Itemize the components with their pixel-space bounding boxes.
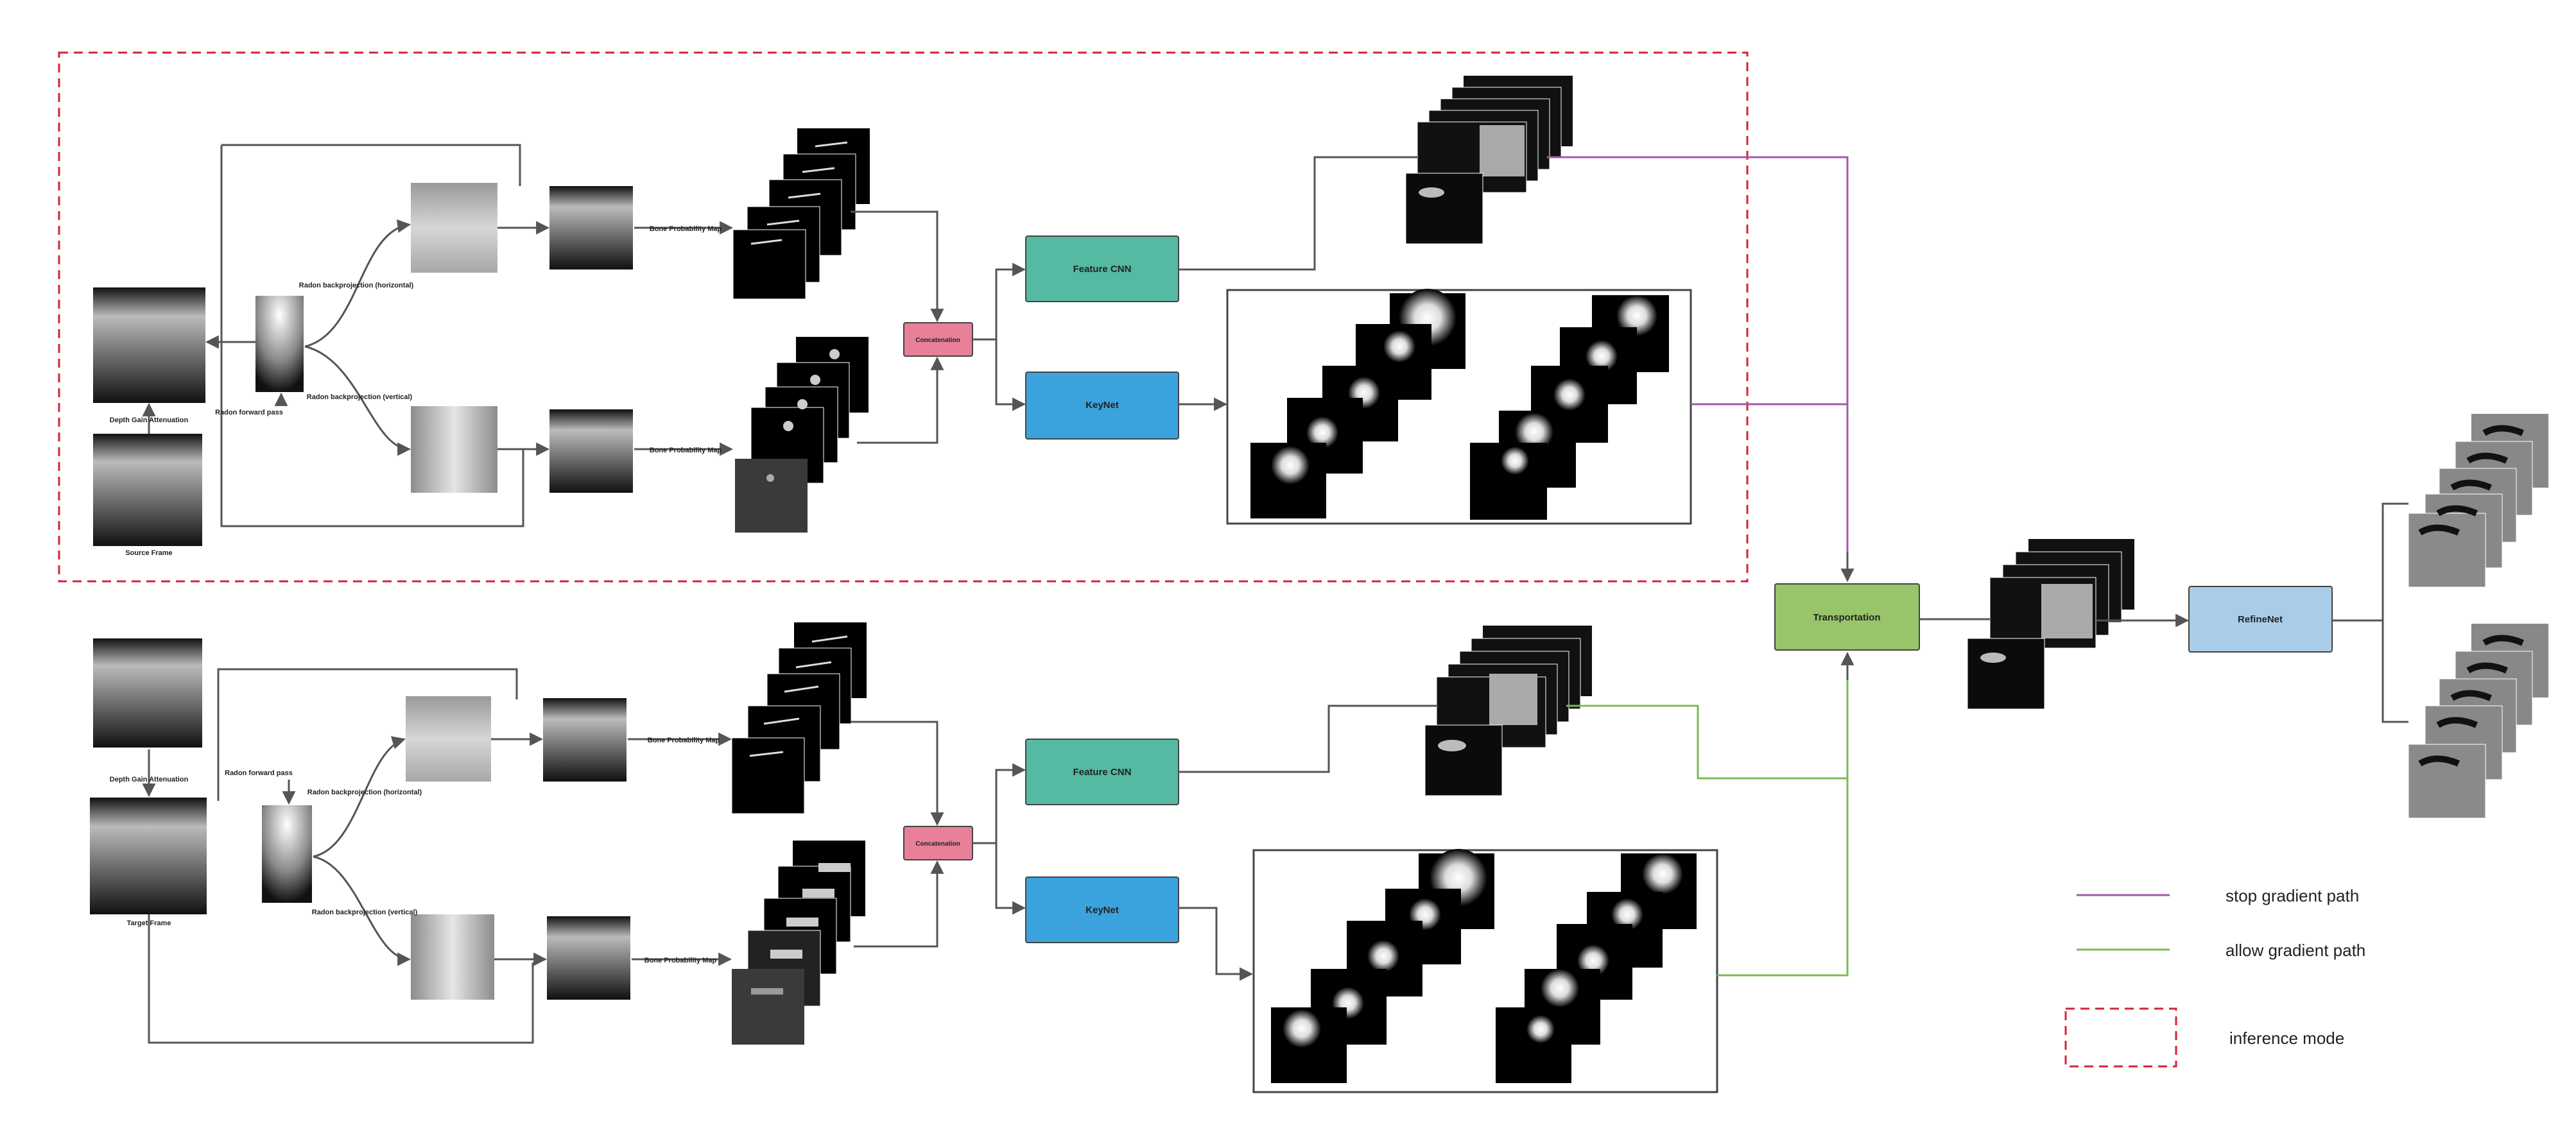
conn — [217, 668, 518, 801]
sinogram-src — [255, 296, 304, 392]
refined-output-stack-bottom — [2408, 624, 2548, 819]
legend-inference-label: inference mode — [2229, 1029, 2344, 1048]
refinenet-label: RefineNet — [2238, 614, 2283, 625]
target-branch — [90, 622, 1718, 1093]
conn — [148, 914, 534, 1044]
conn — [2382, 620, 2408, 723]
conn — [2332, 502, 2408, 622]
backproj-h-label-src: Radon backprojection (horizontal) — [299, 282, 414, 289]
depth-gain-image-tgt — [93, 638, 202, 748]
target-frame-image — [90, 798, 207, 914]
conn — [851, 721, 944, 826]
bone-map-stack-bottom-tgt — [732, 841, 865, 1045]
legend-allow-gradient-label: allow gradient path — [2226, 941, 2365, 960]
conn — [995, 339, 1026, 411]
depth-gain-label-tgt: Depth Gain Attenuation — [110, 776, 189, 783]
feature-stack-src — [1405, 76, 1573, 244]
stop-gradient-path-feature — [1547, 156, 1849, 577]
bone-map-label-bottom-tgt: Bone Probability Map — [644, 957, 717, 964]
depth-gain-image-src — [93, 287, 205, 403]
legend-stop-gradient-label: stop gradient path — [2226, 886, 2359, 905]
backproj-h-image-src — [411, 183, 497, 273]
bone-input-bottom-src — [549, 409, 633, 493]
radon-forward-label-src: Radon forward pass — [215, 409, 283, 416]
feature-cnn-label-tgt: Feature CNN — [1073, 767, 1132, 778]
backproj-v-label-src: Radon backprojection (vertical) — [307, 393, 413, 401]
backproj-h-image-tgt — [406, 696, 491, 782]
radon-forward-label-tgt: Radon forward pass — [225, 769, 293, 777]
backproj-v-image-src — [411, 406, 497, 493]
bone-map-stack-top-src — [732, 128, 870, 300]
bone-input-bottom-tgt — [547, 916, 630, 1000]
transported-feature-stack — [1967, 539, 2134, 710]
keypoint-stack-left-src — [1250, 289, 1465, 518]
conn — [972, 262, 1026, 341]
depth-gain-label-src: Depth Gain Attenuation — [110, 416, 189, 424]
conn — [972, 763, 1026, 844]
concat-label-tgt: Concatenation — [915, 841, 960, 848]
bone-map-label-top-src: Bone Probability Map — [650, 225, 722, 233]
conn — [1179, 705, 1438, 773]
bone-map-stack-bottom-src — [735, 337, 869, 533]
backproj-h-label-tgt: Radon backprojection (horizontal) — [307, 789, 422, 796]
keypoint-stack-right-tgt — [1496, 853, 1697, 1083]
bone-map-stack-top-tgt — [731, 622, 867, 814]
keypoint-stack-left-tgt — [1271, 849, 1494, 1083]
source-branch — [93, 76, 1692, 546]
bone-input-top-src — [549, 186, 633, 269]
transportation-label: Transportation — [1813, 612, 1880, 623]
conn — [854, 860, 944, 948]
concat-label-src: Concatenation — [915, 337, 960, 344]
legend-inference-box — [2064, 1007, 2177, 1068]
source-frame-image — [93, 434, 202, 546]
backproj-v-image-tgt — [411, 914, 494, 1000]
bone-map-label-bottom-src: Bone Probability Map — [650, 447, 722, 454]
bone-map-label-top-tgt: Bone Probability Map — [648, 737, 720, 744]
conn — [313, 736, 406, 858]
conn — [1179, 907, 1254, 981]
conn — [857, 356, 944, 444]
keynet-label-src: KeyNet — [1085, 400, 1119, 411]
conn — [995, 843, 1026, 915]
conn — [851, 210, 944, 323]
keypoint-stack-right-src — [1470, 295, 1669, 520]
conn — [304, 345, 411, 456]
refined-output-stack-top — [2408, 414, 2548, 588]
conn — [220, 145, 524, 527]
allow-gradient-path-feature — [1566, 654, 1849, 780]
source-frame-label: Source Frame — [125, 549, 172, 557]
transportation-box[interactable] — [1774, 583, 1920, 651]
conn — [221, 144, 521, 186]
backproj-v-label-tgt: Radon backprojection (vertical) — [312, 909, 418, 916]
conn — [304, 219, 411, 348]
feature-stack-tgt — [1424, 626, 1592, 796]
keynet-label-tgt: KeyNet — [1085, 905, 1119, 916]
sinogram-tgt — [262, 805, 312, 903]
conn — [313, 855, 411, 966]
inference-mode-box — [58, 51, 1749, 583]
bone-input-top-tgt — [543, 698, 627, 782]
feature-cnn-label-src: Feature CNN — [1073, 264, 1132, 275]
target-frame-label: Target Frame — [127, 919, 171, 927]
allow-gradient-path-keynet — [1717, 778, 1849, 977]
conn — [1179, 156, 1419, 271]
